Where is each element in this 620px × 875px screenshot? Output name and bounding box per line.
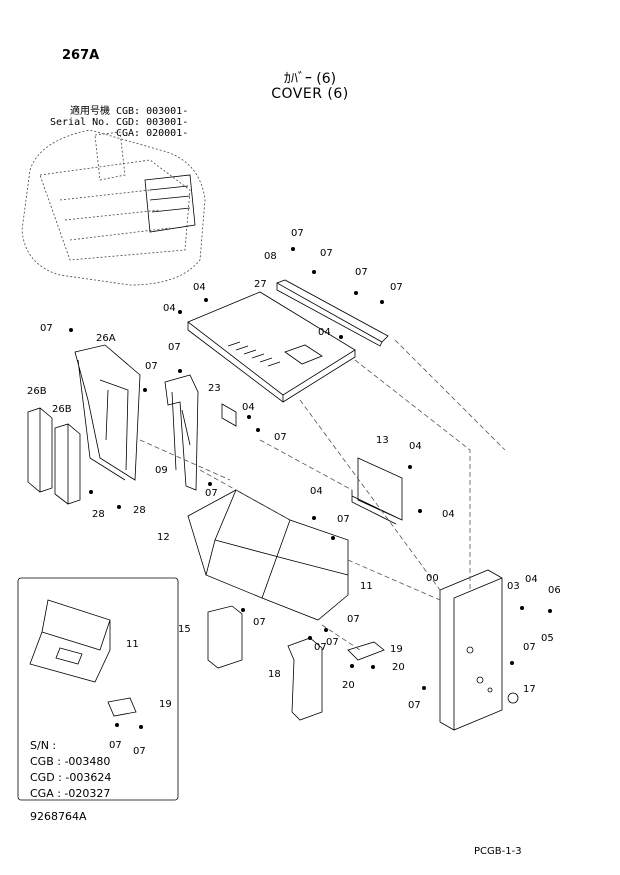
callout-09: 09 [155,465,168,476]
part-26A-panel [74,344,141,481]
callout-07: 07 [291,228,304,239]
callout-07: 07 [253,617,266,628]
page-title-jp: ｶﾊﾞｰ (6) [283,71,337,87]
callout-15: 15 [178,624,191,635]
callout-07: 07 [355,267,368,278]
part-27-slots [227,341,323,367]
callout-18: 18 [268,669,281,680]
callout-26B: 26B [52,404,72,415]
callout-04: 04 [310,486,323,497]
inset-sn-cgb: CGB : -003480 [30,755,111,768]
page-title-en: COVER (6) [271,86,349,102]
callout-26A: 26A [96,333,116,344]
serial-label-jp: 適用号機 [70,106,110,117]
callout-13: 13 [376,435,389,446]
callout-11: 11 [360,581,373,592]
inset-part-19 [107,697,137,717]
callout-07: 07 [390,282,403,293]
part-12-cover [187,489,349,621]
inset-sn-cga: CGA : -020327 [30,787,111,800]
part-00-panel [439,569,503,731]
callout-12: 12 [157,532,170,543]
callout-03: 03 [507,581,520,592]
callout-07: 07 [205,488,218,499]
serial-line-cga: CGA: 020001- [116,128,189,139]
callout-07: 07 [274,432,287,443]
part-13-bracket [351,457,403,525]
serial-values: CGB: 003001- CGD: 003001- CGA: 020001- [116,106,188,139]
callout-07: 07 [320,248,333,259]
callout-04: 04 [525,574,538,585]
callout-04: 04 [163,303,176,314]
callout-26B: 26B [27,386,47,397]
callout-27: 27 [254,279,267,290]
callout-05: 05 [541,633,554,644]
callout-07: 07 [145,361,158,372]
callout-28: 28 [92,509,105,520]
assembly-lines [139,339,506,651]
inset-callout-19: 19 [159,699,172,710]
serial-label-en: Serial No. [50,117,111,128]
inset-callout-11: 11 [126,639,139,650]
part-26B-pad-a [27,407,53,493]
inset-callout-07: 07 [109,740,122,751]
callout-20: 20 [342,680,355,691]
sheet-code: PCGB-1-3 [474,846,522,857]
inset-callout-07: 07 [133,746,146,757]
callout-07: 07 [337,514,350,525]
callout-06: 06 [548,585,561,596]
callout-07: 07 [40,323,53,334]
callout-08: 08 [264,251,277,262]
inset-part-11 [29,599,111,683]
serial-line-cgb: CGB: 003001- [116,106,189,117]
part-19-plate [347,641,385,661]
callout-04: 04 [193,282,206,293]
inset-sn-label: S/N : [30,739,57,752]
callout-17: 17 [523,684,536,695]
part-15-bracket [207,605,243,669]
inset-frame [17,577,179,801]
inset-serial-range: S/N : CGB : -003480 CGD : -003624 CGA : … [30,738,111,802]
callout-07: 07 [523,642,536,653]
callout-04: 04 [442,509,455,520]
serial-labels: 適用号機 Serial No. [50,106,110,128]
part-27-top-plate [187,291,356,403]
callout-07: 07 [168,342,181,353]
callout-07: 07 [347,614,360,625]
fastener-dots [69,247,552,729]
callout-19: 19 [390,644,403,655]
part-23-bracket [221,403,237,427]
callout-28: 28 [133,505,146,516]
callout-04: 04 [318,327,331,338]
callout-23: 23 [208,383,221,394]
part-18-bracket [287,637,323,721]
callout-20: 20 [392,662,405,673]
callout-04: 04 [409,441,422,452]
callout-07: 07 [314,642,327,653]
machine-location-sketch [21,129,206,286]
callout-04: 04 [242,402,255,413]
page-number: 267A [62,48,100,63]
callout-00: 00 [426,573,439,584]
drawing-number: 9268764A [30,810,87,823]
part-17-grommet [507,692,519,704]
part-26B-pad-b [54,423,81,505]
serial-line-cgd: CGD: 003001- [116,117,189,128]
callout-07: 07 [408,700,421,711]
part-09-bracket [164,374,199,491]
part-08-bracket [276,279,389,347]
callout-07: 07 [326,637,339,648]
inset-sn-cgd: CGD : -003624 [30,771,112,784]
